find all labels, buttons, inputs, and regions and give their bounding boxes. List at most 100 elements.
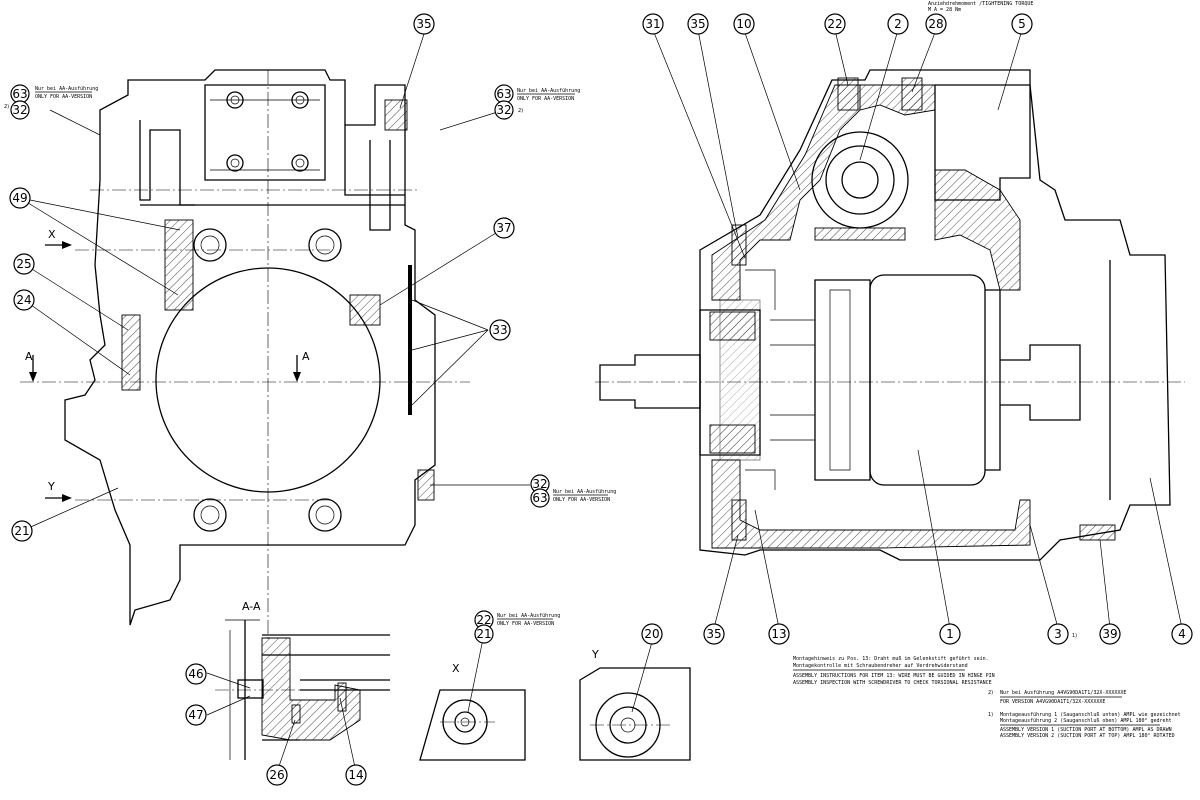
aa-note-bottom: Nur bei AA-Ausführung ONLY FOR AA-VERSIO… bbox=[497, 613, 560, 627]
leaders-aa bbox=[206, 672, 357, 773]
section-view bbox=[595, 29, 1185, 629]
svg-text:5: 5 bbox=[1018, 17, 1026, 31]
balloon-35: 35 bbox=[413, 13, 435, 35]
view-x-label: X bbox=[48, 228, 56, 241]
svg-text:49: 49 bbox=[12, 191, 27, 205]
svg-text:21: 21 bbox=[476, 627, 491, 641]
balloon-21: 21 bbox=[11, 520, 33, 542]
svg-text:3: 3 bbox=[1054, 627, 1062, 641]
aa-note-top-right: Nur bei AA-Ausführung ONLY FOR AA-VERSIO… bbox=[517, 88, 580, 114]
svg-text:21: 21 bbox=[14, 524, 29, 538]
balloon-32: 32 bbox=[494, 100, 514, 120]
leaders-left bbox=[19, 33, 530, 531]
assembly-note-en1: ASSEMBLY INSTRUCTIONS FOR ITEM 13: WIRE … bbox=[793, 673, 995, 679]
svg-text:31: 31 bbox=[645, 17, 660, 31]
footnote-1-en1: ASSEMBLY VERSION 1 (SUCTION PORT AT BOTT… bbox=[1000, 727, 1172, 733]
balloon-35: 35 bbox=[703, 623, 725, 645]
svg-text:63: 63 bbox=[12, 87, 27, 101]
svg-text:32: 32 bbox=[532, 477, 547, 491]
aa-note-de: Nur bei AA-Ausführung bbox=[553, 489, 616, 495]
footnote-mark-2-left: 2) bbox=[4, 104, 9, 110]
section-a-label-left: A bbox=[25, 350, 33, 363]
svg-text:46: 46 bbox=[188, 667, 203, 681]
balloon-2: 2 bbox=[887, 13, 909, 35]
aa-note-en: ONLY FOR AA-VERSION bbox=[497, 621, 554, 627]
footnote-2-mark: 2) bbox=[988, 690, 993, 696]
svg-text:63: 63 bbox=[496, 87, 511, 101]
balloon-33: 33 bbox=[489, 319, 511, 341]
svg-text:33: 33 bbox=[492, 323, 507, 337]
balloon-10: 10 bbox=[733, 13, 755, 35]
aa-note-de: Nur bei AA-Ausführung bbox=[35, 86, 98, 92]
svg-text:14: 14 bbox=[348, 768, 363, 782]
footnote-mark-2-right: 2) bbox=[518, 108, 523, 114]
balloon-13: 13 bbox=[768, 623, 790, 645]
assembly-note: Montagehinweis zu Pos. 13: Draht muß im … bbox=[793, 656, 995, 686]
svg-text:10: 10 bbox=[736, 17, 751, 31]
aa-note-en: ONLY FOR AA-VERSION bbox=[517, 96, 574, 102]
footnote-1-mark: 1) bbox=[988, 712, 993, 718]
section-aa-detail: A-A bbox=[206, 600, 390, 773]
balloon-47: 47 bbox=[185, 704, 207, 726]
svg-text:32: 32 bbox=[12, 103, 27, 117]
balloon-22: 22 bbox=[474, 610, 494, 630]
svg-text:35: 35 bbox=[706, 627, 721, 641]
detail-x-label: X bbox=[452, 662, 460, 675]
balloon-5: 5 bbox=[1011, 13, 1033, 35]
svg-text:13: 13 bbox=[771, 627, 786, 641]
section-aa-title: A-A bbox=[242, 600, 261, 613]
balloon-25: 25 bbox=[13, 253, 35, 275]
svg-text:24: 24 bbox=[16, 293, 31, 307]
aa-note-de: Nur bei AA-Ausführung bbox=[517, 88, 580, 94]
balloon-39: 39 bbox=[1099, 623, 1121, 645]
svg-text:28: 28 bbox=[928, 17, 943, 31]
balloon-32: 32 bbox=[10, 100, 30, 120]
svg-text:25: 25 bbox=[16, 257, 31, 271]
svg-text:37: 37 bbox=[496, 221, 511, 235]
leaders-right bbox=[652, 29, 1183, 629]
balloon-14: 14 bbox=[345, 764, 367, 786]
aa-note-en: ONLY FOR AA-VERSION bbox=[35, 94, 92, 100]
aa-note-en: ONLY FOR AA-VERSION bbox=[553, 497, 610, 503]
svg-text:63: 63 bbox=[532, 491, 547, 505]
corner-bolts bbox=[193, 228, 342, 532]
section-a-label-right: A bbox=[302, 350, 310, 363]
balloon-1: 1 bbox=[939, 623, 961, 645]
torque-note-line2: M A = 28 Nm bbox=[928, 7, 961, 13]
item-balloons: 35 63 32 63 32 49 37 25 24 33 32 63 21 4… bbox=[9, 13, 1193, 786]
svg-text:35: 35 bbox=[416, 17, 431, 31]
balloon-4: 4 bbox=[1171, 623, 1193, 645]
detail-view-x: X bbox=[419, 633, 526, 761]
balloon-28: 28 bbox=[925, 13, 947, 35]
upper-bolts bbox=[226, 91, 309, 172]
detail-view-y: Y bbox=[579, 641, 691, 761]
aa-note-top-left: Nur bei AA-Ausführung ONLY FOR AA-VERSIO… bbox=[4, 86, 98, 110]
balloon-31: 31 bbox=[642, 13, 664, 35]
footnote-2-en: FOR VERSION A4VG90DA1T1/32X-XXXXXXE bbox=[1000, 699, 1105, 705]
balloon-26: 26 bbox=[266, 764, 288, 786]
svg-text:26: 26 bbox=[269, 768, 284, 782]
balloon-24: 24 bbox=[13, 289, 35, 311]
footnote-2-de: Nur bei Ausführung A4VG90DA1T1/32X-XXXXX… bbox=[1000, 690, 1126, 696]
torque-note-line1: Anziehdrehmoment /TIGHTENING TORQUE bbox=[928, 1, 1033, 7]
view-y-label: Y bbox=[47, 480, 55, 493]
assembly-note-de1: Montagehinweis zu Pos. 13: Draht muß im … bbox=[793, 656, 989, 662]
svg-text:1: 1 bbox=[946, 627, 954, 641]
footnotes: 2) Nur bei Ausführung A4VG90DA1T1/32X-XX… bbox=[988, 690, 1181, 739]
aa-note-mid-right: Nur bei AA-Ausführung ONLY FOR AA-VERSIO… bbox=[553, 489, 616, 503]
balloon-37: 37 bbox=[493, 217, 515, 239]
balloon-63: 63 bbox=[10, 84, 30, 104]
svg-text:47: 47 bbox=[188, 708, 203, 722]
balloon-46: 46 bbox=[185, 663, 207, 685]
svg-text:35: 35 bbox=[690, 17, 705, 31]
balloon-35: 35 bbox=[687, 13, 709, 35]
svg-text:20: 20 bbox=[644, 627, 659, 641]
svg-text:22: 22 bbox=[476, 613, 491, 627]
balloon-22: 22 bbox=[824, 13, 846, 35]
aa-note-de: Nur bei AA-Ausführung bbox=[497, 613, 560, 619]
end-view: X Y A A bbox=[19, 33, 530, 640]
footnote-1-de2: Montageausführung 2 (Sauganschluß oben) … bbox=[1000, 718, 1172, 724]
svg-text:4: 4 bbox=[1178, 627, 1186, 641]
